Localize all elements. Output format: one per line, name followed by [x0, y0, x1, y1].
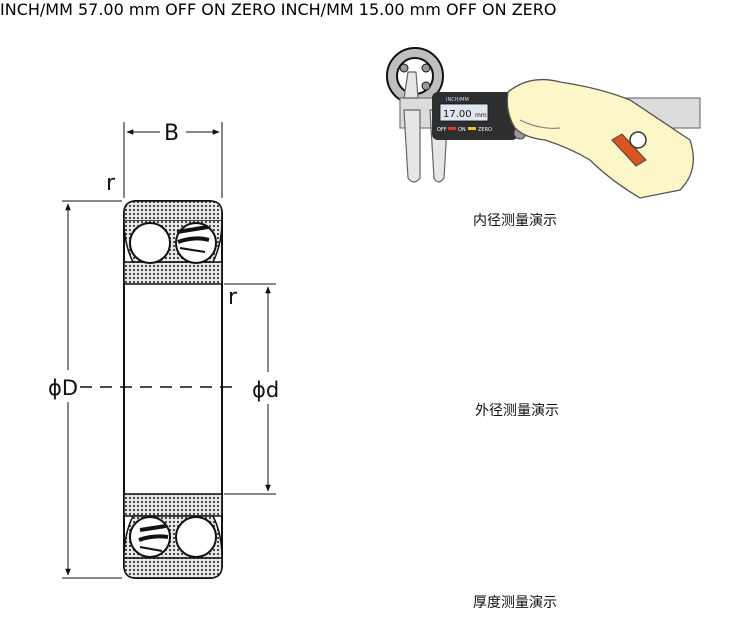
lcd-unit: mm: [128, 0, 161, 19]
on-button: ON: [458, 127, 466, 133]
ball-bottom-right: [175, 516, 217, 558]
caliper-outer: INCH/MM 57.00 mm OFF ON ZERO: [0, 0, 281, 19]
ring-thickness-demo: INCH/MM 15.00 mm OFF ON ZERO: [281, 0, 557, 19]
caliper-thickness: INCH/MM 15.00 mm OFF ON ZERO: [281, 0, 557, 19]
dimension-outer-diameter: ϕD: [48, 200, 122, 579]
outer-ring-top: [123, 200, 223, 222]
unit-label: INCH/MM: [446, 97, 469, 103]
label-bore-diameter: ϕd: [252, 378, 279, 402]
zero-button: ZERO: [478, 127, 492, 133]
on-button: ON: [482, 0, 507, 19]
caliper-display-body: INCH/MM 57.00 mm OFF ON ZERO: [0, 0, 281, 19]
caliper-rule: INCH/MM 15.00 mm OFF ON ZERO: [281, 0, 557, 19]
lcd-reading: 57.00: [77, 0, 124, 19]
ball-top-right: [175, 222, 217, 264]
label-radius-inner: r: [228, 285, 238, 310]
off-button: OFF: [445, 0, 477, 19]
watch-icon: [629, 131, 647, 149]
off-button: OFF: [165, 0, 197, 19]
dimension-width: B: [123, 121, 223, 198]
caption-thickness-demo: 厚度测量演示: [473, 595, 557, 611]
caption-inner-demo: 内径测量演示: [473, 213, 557, 229]
caption-outer-demo: 外径测量演示: [475, 403, 559, 419]
bearing-cross-section: [80, 200, 238, 579]
ball-top-left: [129, 222, 171, 264]
outer-ring-bottom: [123, 557, 223, 579]
lcd-unit: mm: [409, 0, 441, 19]
lcd-screen: [439, 103, 489, 122]
lcd-unit: mm: [475, 112, 487, 119]
hand: [506, 78, 694, 199]
off-button: OFF: [437, 127, 447, 133]
caliper-rule: INCH/MM 57.00 mm OFF ON ZERO: [0, 0, 281, 19]
caliper-inner: INCH/MM 17.00 mm OFF ON ZERO: [386, 47, 701, 199]
zero-button: ZERO: [511, 0, 557, 19]
dimension-bore-diameter: ϕd: [224, 283, 279, 495]
on-button: ON: [201, 0, 226, 19]
unit-label: INCH/MM: [0, 0, 73, 19]
lcd-screen: INCH/MM 57.00 mm OFF ON ZERO: [0, 0, 281, 19]
zero-button: ZERO: [230, 0, 276, 19]
inner-ring-top: [123, 261, 223, 285]
label-width: B: [164, 121, 179, 146]
lcd-screen: INCH/MM 15.00 mm OFF ON ZERO: [281, 0, 557, 19]
unit-label: INCH/MM: [280, 0, 354, 19]
label-outer-diameter: ϕD: [48, 376, 78, 400]
lcd-reading: 15.00: [358, 0, 405, 19]
caliper-display-body: INCH/MM 15.00 mm OFF ON ZERO: [281, 0, 557, 19]
label-radius-top: r: [106, 171, 116, 196]
lcd-reading: 17.00: [443, 109, 472, 120]
ring-outer-demo: INCH/MM 57.00 mm OFF ON ZERO: [0, 0, 281, 19]
inner-ring-bottom: [123, 493, 223, 517]
